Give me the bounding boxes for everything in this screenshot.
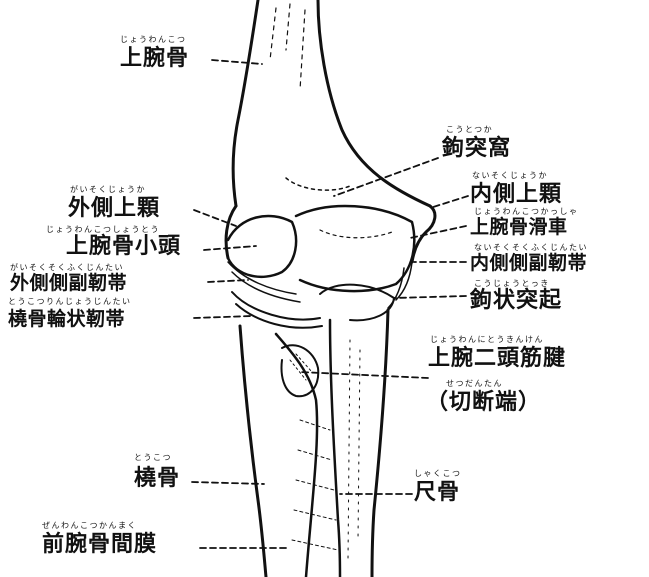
- leader-medial-epicondyle: [430, 196, 468, 208]
- label-ulna: 尺骨: [414, 482, 460, 504]
- label-biceps-tendon: 上腕二頭筋腱: [428, 348, 566, 370]
- label-coronoid-fossa: 鉤突窩: [442, 138, 511, 160]
- rcl-ruby: がいそくそくふくじんたい: [10, 264, 124, 272]
- coronoid-process-ruby: こうじょうとっき: [474, 280, 550, 288]
- leader-rcl: [208, 280, 248, 282]
- humerus-shaft-medial: [318, 0, 430, 206]
- humerus-shaft: [233, 0, 258, 206]
- capitulum: [228, 216, 296, 277]
- label-ucl: 内側側副靭帯: [470, 254, 587, 273]
- label-cut-end: （切断端）: [426, 392, 541, 414]
- label-annular-ligament: 橈骨輪状靭帯: [8, 310, 125, 329]
- humerus-ruby: じょうわんこつ: [120, 36, 187, 44]
- trochlea: [296, 206, 414, 291]
- label-coronoid-process: 鉤状突起: [470, 290, 562, 312]
- label-medial-epicondyle: 内側上顆: [470, 184, 562, 206]
- trochlea-ruby: じょうわんこつかっしゃ: [474, 208, 579, 216]
- label-capitulum: 上腕骨小頭: [66, 236, 181, 258]
- annular-ruby: とうこつりんじょうじんたい: [8, 298, 132, 306]
- biceps-ruby: じょうわんにとうきんけん: [430, 336, 544, 344]
- coronoid-fossa: [286, 178, 350, 190]
- ucl-ruby: ないそくそくふくじんたい: [474, 244, 588, 252]
- label-trochlea: 上腕骨滑車: [470, 218, 568, 237]
- cut-end-ruby: せつだんたん: [446, 380, 503, 388]
- label-rcl: 外側側副靭帯: [10, 274, 127, 293]
- radius-lateral: [240, 326, 266, 577]
- label-lateral-epicondyle: 外側上顆: [68, 198, 160, 220]
- leader-annular: [194, 316, 252, 318]
- radial-collateral-ligament: [228, 262, 300, 302]
- interosseous-membrane: [292, 420, 338, 550]
- leader-radius: [192, 482, 264, 484]
- leader-humerus: [212, 60, 262, 64]
- label-interosseous-membrane: 前腕骨間膜: [42, 534, 157, 556]
- biceps-tendon: [282, 345, 319, 396]
- ulna-lateral: [330, 320, 340, 577]
- interosseous-ruby: ぜんわんこつかんまく: [42, 522, 137, 530]
- ulna-medial: [372, 310, 388, 577]
- leader-coronoid-fossa: [334, 158, 438, 196]
- leader-capitulum: [204, 246, 256, 250]
- capitulum-ruby: じょうわんこつしょうとう: [46, 226, 160, 234]
- lateral-epicondyle-ruby: がいそくじょうか: [70, 186, 146, 194]
- label-humerus: 上腕骨: [120, 48, 189, 70]
- label-radius: 橈骨: [134, 468, 180, 490]
- leader-coronoid-process: [394, 296, 466, 298]
- coronoid-fossa-ruby: こうとつか: [446, 126, 493, 134]
- radius-ruby: とうこつ: [134, 454, 172, 462]
- medial-epicondyle-ruby: ないそくじょうか: [472, 172, 548, 180]
- ulna-ruby: しゃくこつ: [414, 470, 462, 478]
- leader-trochlea: [410, 226, 466, 238]
